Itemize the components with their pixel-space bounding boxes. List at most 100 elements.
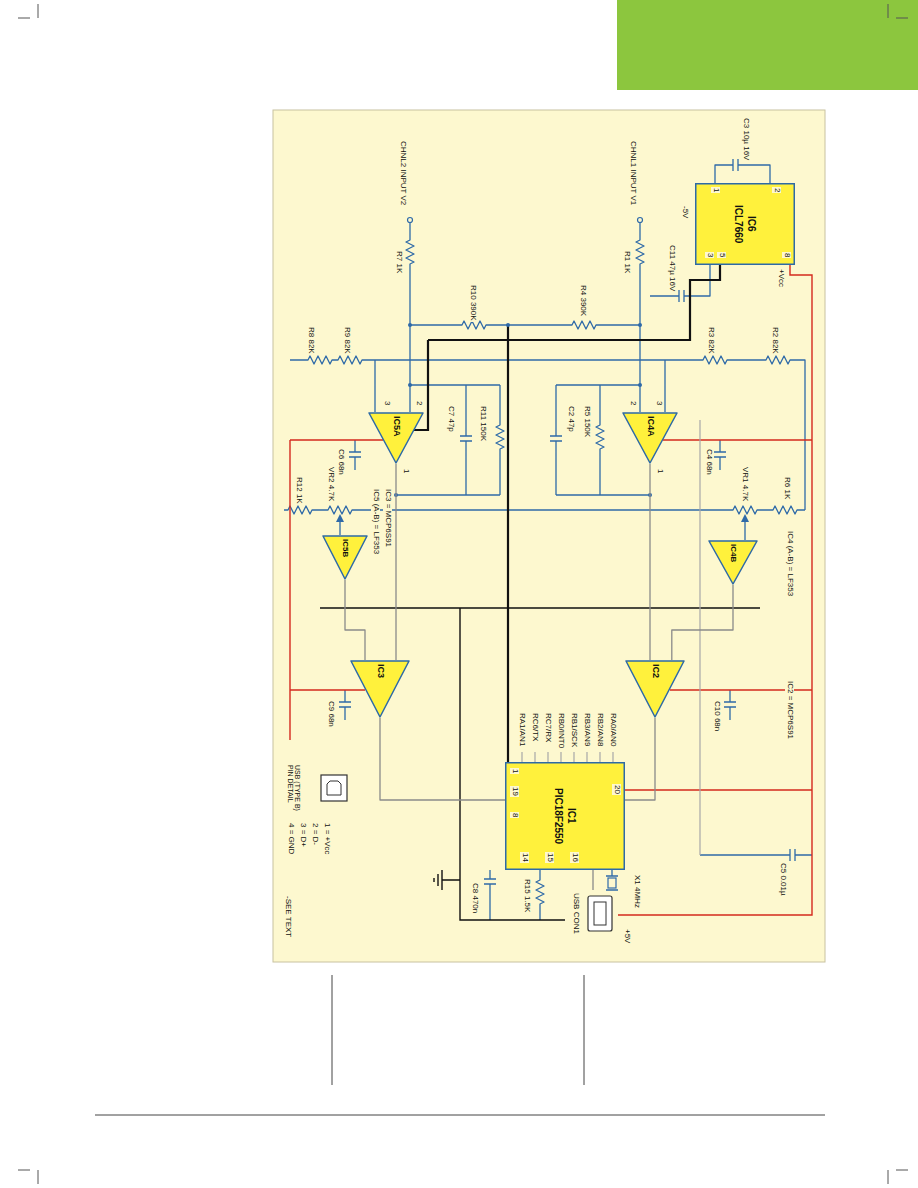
part-name: IC3: [375, 664, 385, 678]
junction-dot: [506, 323, 510, 327]
part-note: IC2 = MCP6S91: [785, 680, 794, 740]
pin-number: 5: [717, 252, 726, 258]
triangle-outline: [623, 413, 677, 463]
part-note: IC5 (A-B) = LF353: [371, 488, 380, 555]
resistor-label: R9 82K: [342, 326, 351, 355]
box-outline: [506, 763, 625, 870]
pin-name: RA1/AN1: [517, 712, 526, 747]
signal-connector: [380, 718, 505, 800]
page-rule: [95, 975, 825, 1115]
resistor-label: R2 82K: [770, 326, 779, 355]
junction-dots: [394, 323, 652, 497]
opamp-symbol: IC4A: [622, 412, 678, 464]
pin-legend: 2 = D-: [310, 822, 319, 846]
pin-name: RB3/AN9: [582, 712, 591, 747]
input-terminal: [638, 218, 643, 223]
power-wire: [290, 265, 812, 915]
resistor-label: R10 390K: [468, 284, 477, 322]
signal-connector: [672, 585, 733, 660]
crystal-symbol: [608, 878, 616, 888]
part-name: IC4B: [729, 544, 738, 562]
signal-connector: [592, 870, 593, 890]
signal-connector: [345, 580, 365, 660]
resistor-label: R11 150K: [478, 405, 487, 442]
text-group: IC4B: [708, 540, 758, 585]
junction-dot: [638, 323, 642, 327]
pin-name: RA0/AN0: [608, 712, 617, 747]
part-name: USB CON1: [571, 893, 580, 934]
signal-connector: [649, 464, 650, 660]
text-group: IC3: [350, 660, 410, 718]
opamp-symbol: IC5B: [322, 535, 368, 580]
wiper-arrow: [336, 514, 344, 522]
capacitor-label: C8 470n: [470, 882, 479, 914]
pin-name: RB0/INT0: [556, 712, 565, 749]
text-group: IC5A: [368, 412, 424, 464]
wiper-arrow: [741, 514, 749, 522]
corner-panel: [617, 0, 918, 90]
usb-pin-detail: USB (TYPE B) PIN DETAIL: [283, 762, 353, 814]
pin-number: 8: [510, 812, 519, 818]
text-group: IC4A: [622, 412, 678, 464]
box-outline: [696, 184, 795, 265]
usb-connector-outline: [588, 896, 612, 931]
pin-number: 20: [612, 784, 621, 795]
pin-legend: 3 = D+: [298, 822, 307, 848]
capacitor-label: C2 47p: [566, 405, 575, 433]
note: -SEE TEXT: [283, 895, 292, 938]
part-number: PIC18F2550: [553, 788, 564, 844]
pin-number: 1: [510, 768, 519, 774]
capacitor-label: C3 10µ 16V: [741, 117, 750, 161]
text-group: IC2: [625, 660, 685, 718]
pin-number: 1: [655, 468, 664, 474]
capacitor-label: C10 68n: [712, 700, 721, 732]
amplifier-symbol: IC2: [625, 660, 685, 718]
triangle-outline: [369, 413, 423, 463]
capacitor-label: C5 0.01µ: [778, 862, 787, 897]
pin-number: 1: [711, 187, 720, 193]
part-name: USB (TYPE B) PIN DETAIL: [286, 765, 301, 811]
part-name: IC6: [746, 216, 757, 232]
potentiometer-label: VR1 4.7K: [740, 466, 749, 502]
triangle-outline: [626, 661, 684, 717]
junction-dot: [408, 383, 412, 387]
text-group: USB CON1: [568, 890, 618, 937]
part-name: IC5A: [391, 416, 401, 437]
part-number: ICL7660: [733, 205, 744, 243]
resistor-label: R7 1K: [394, 250, 403, 274]
pin-name: RB1/SCK: [569, 712, 578, 748]
text-group: USB (TYPE B) PIN DETAIL: [283, 762, 353, 814]
pin-number: 14: [520, 852, 529, 863]
pin-number: 16: [570, 852, 579, 863]
resistor-label: R8 82K: [306, 326, 315, 355]
signal-connector: [395, 464, 396, 660]
pin-number: 15: [545, 852, 554, 863]
pin-number: 8: [782, 252, 791, 258]
pin-number: 3: [705, 252, 714, 258]
capacitor-label: C9 68n: [326, 700, 335, 728]
potentiometer-label: VR2 4.7K: [326, 466, 335, 502]
amplifier-symbol: IC3: [350, 660, 410, 718]
crystal-label: X1 4MHz: [632, 874, 641, 909]
input-terminal: [408, 218, 413, 223]
pin-number: 3: [382, 400, 391, 406]
schematic-panel: [273, 110, 825, 962]
resistor-label: R5 150K: [582, 405, 591, 438]
pin-name: RC7/RX: [543, 712, 552, 743]
part-name: IC5B: [341, 539, 350, 557]
usb-socket-outline: [321, 775, 347, 801]
capacitor-label: C11 47µ 16V: [667, 244, 676, 292]
rail-label: +Vcc: [776, 268, 785, 288]
pin-number: 2: [772, 187, 781, 193]
input-label: CHNL1 INPUT V1: [628, 140, 637, 206]
usb-connector: USB CON1: [568, 890, 618, 937]
input-label: CHNL2 INPUT V2: [398, 140, 407, 206]
pin-legend: 1 = +Vcc: [322, 822, 331, 856]
triangle-outline: [323, 536, 367, 579]
rail-label: +5V: [622, 928, 631, 944]
part-note: IC4 (A-B) = LF353: [785, 530, 794, 597]
resistor-label: R1 1K: [622, 250, 631, 274]
